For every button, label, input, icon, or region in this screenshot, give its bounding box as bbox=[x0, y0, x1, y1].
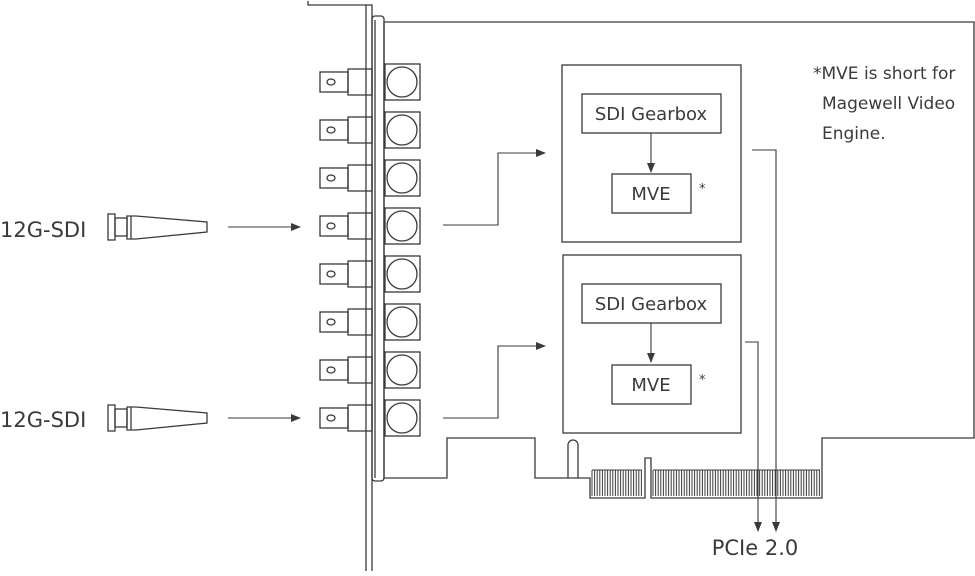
mve-box-2 bbox=[611, 364, 692, 405]
bnc-cable-icon bbox=[107, 213, 208, 241]
bnc-connector-icon bbox=[319, 207, 421, 245]
mve-label-2: MVE bbox=[631, 375, 670, 396]
footnote-line-3: Engine. bbox=[822, 124, 886, 144]
bnc-connector-icon bbox=[319, 303, 421, 341]
input-label-1: 12G-SDI bbox=[0, 218, 86, 242]
footnote-line-1: *MVE is short for bbox=[813, 64, 955, 84]
sdi-gearbox-label-2: SDI Gearbox bbox=[595, 294, 708, 315]
sdi-gearbox-label-1: SDI Gearbox bbox=[595, 104, 708, 125]
mve-mark-2: * bbox=[699, 373, 706, 388]
mve-mark-1: * bbox=[699, 182, 706, 197]
engine-block-2: SDI Gearbox MVE * bbox=[562, 254, 742, 434]
mve-box-1 bbox=[611, 173, 692, 214]
mve-label-1: MVE bbox=[631, 184, 670, 205]
input-cable-2: 12G-SDI bbox=[0, 404, 301, 432]
pcie-notch bbox=[567, 439, 579, 478]
pcb-board bbox=[383, 21, 975, 499]
output-arrow-1 bbox=[752, 149, 780, 532]
engine-block-1: SDI Gearbox MVE * bbox=[561, 64, 742, 243]
input-label-2: 12G-SDI bbox=[0, 408, 86, 432]
bnc-connector-icon bbox=[319, 255, 421, 293]
signal-arrow-2 bbox=[443, 342, 546, 419]
bnc-connector-icon bbox=[319, 159, 421, 197]
bnc-connector-icon bbox=[319, 351, 421, 389]
footnote: *MVE is short for Magewell Video Engine. bbox=[813, 64, 955, 144]
signal-arrow-1 bbox=[443, 149, 546, 226]
footnote-line-2: Magewell Video bbox=[822, 94, 955, 114]
input-cable-1: 12G-SDI bbox=[0, 213, 301, 242]
bnc-connector-icon bbox=[319, 111, 421, 149]
bnc-connector-icon bbox=[319, 63, 421, 101]
output-arrow-2 bbox=[745, 341, 762, 532]
pcie-label: PCIe 2.0 bbox=[712, 536, 799, 560]
pcie-edge-connector-icon bbox=[591, 469, 820, 496]
bnc-cable-icon bbox=[107, 404, 208, 432]
bnc-connector-icon bbox=[319, 399, 421, 437]
bnc-connector-column bbox=[319, 63, 421, 437]
